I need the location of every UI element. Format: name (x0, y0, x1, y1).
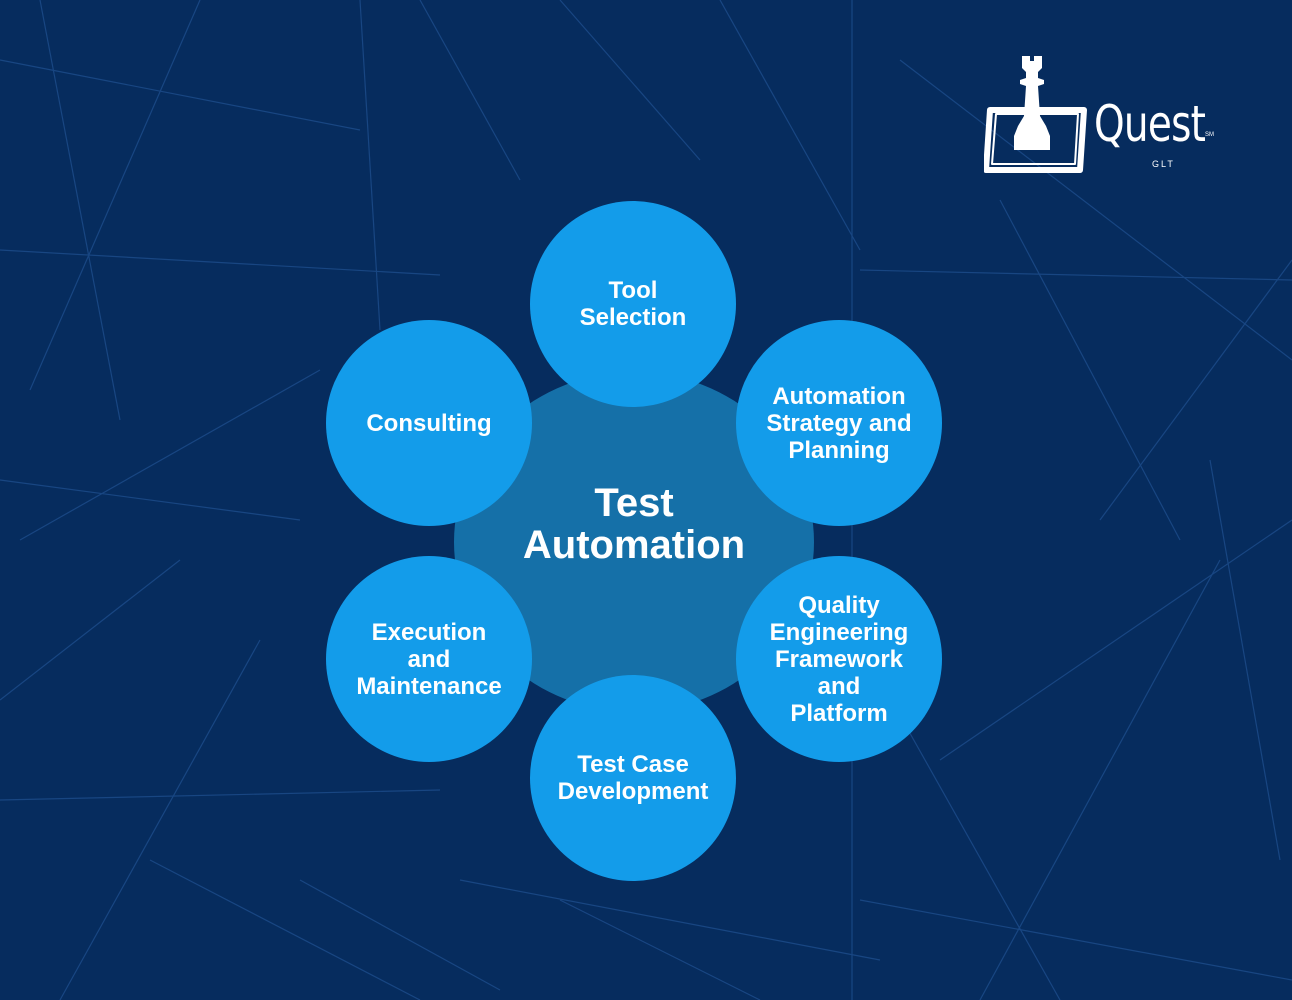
node-label-quality-engineering: Quality Engineering Framework and Platfo… (769, 591, 909, 727)
logo-name-text: Quest (1094, 95, 1206, 153)
node-consulting: Consulting (326, 320, 532, 526)
node-test-case-development: Test Case Development (530, 675, 736, 881)
node-label-consulting: Consulting (366, 409, 492, 437)
chess-pawn-icon (984, 56, 1087, 173)
quest-glt-logo: Quest GLT SM (984, 52, 1234, 176)
node-label-test-case-development: Test Case Development (557, 751, 709, 805)
logo-sub-text: GLT (1152, 159, 1175, 169)
node-execution-maintenance: Execution and Maintenance (326, 556, 532, 762)
hub-title: Test Automation (522, 481, 746, 567)
node-tool-selection: Tool Selection (530, 201, 736, 407)
node-quality-engineering: Quality Engineering Framework and Platfo… (736, 556, 942, 762)
node-label-execution-maintenance: Execution and Maintenance (356, 618, 502, 700)
logo-service-mark: SM (1205, 132, 1214, 138)
node-automation-strategy: Automation Strategy and Planning (736, 320, 942, 526)
node-label-automation-strategy: Automation Strategy and Planning (766, 382, 912, 464)
node-label-tool-selection: Tool Selection (579, 277, 687, 331)
